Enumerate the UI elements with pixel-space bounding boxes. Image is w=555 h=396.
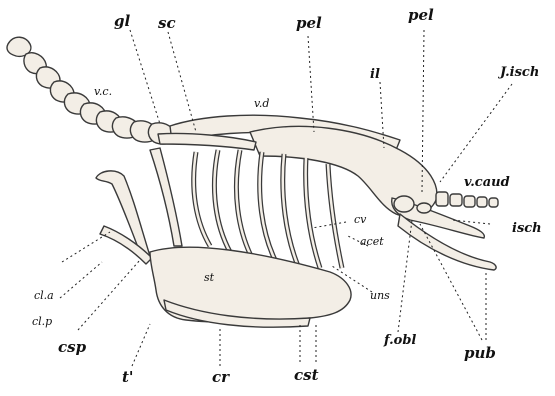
label-pel-left: pel [296,16,322,31]
label-vd: v.d [254,98,269,109]
label-cv: cv [354,214,366,225]
label-vcaud: v.caud [464,176,510,189]
skeleton-drawing [7,37,498,327]
foramen-obturatum [417,203,431,213]
label-uns: uns [370,290,390,301]
label-isch: isch [512,222,542,235]
label-il: il [370,68,380,81]
label-jisch: J.isch [500,66,539,79]
label-tprime: t' [122,370,134,385]
label-sc: sc [158,16,176,31]
label-cst: cst [294,368,319,383]
label-cr: cr [212,370,229,385]
label-clp: cl.p [32,316,52,327]
scapula [158,133,256,150]
label-acet: acet [360,236,384,247]
acetabulum [394,196,414,212]
label-vc: v.c. [94,86,112,97]
label-gl: gl [114,14,130,29]
cervical-vertebrae [7,37,176,144]
label-fobl: f.obl [384,334,416,347]
label-csp: csp [58,340,86,355]
label-st: st [204,272,214,283]
label-cla: cl.a [34,290,54,301]
caudal-vertebrae [436,192,498,207]
label-pel-right: pel [408,8,434,23]
label-pub: pub [464,346,496,361]
coracoid [150,148,182,246]
